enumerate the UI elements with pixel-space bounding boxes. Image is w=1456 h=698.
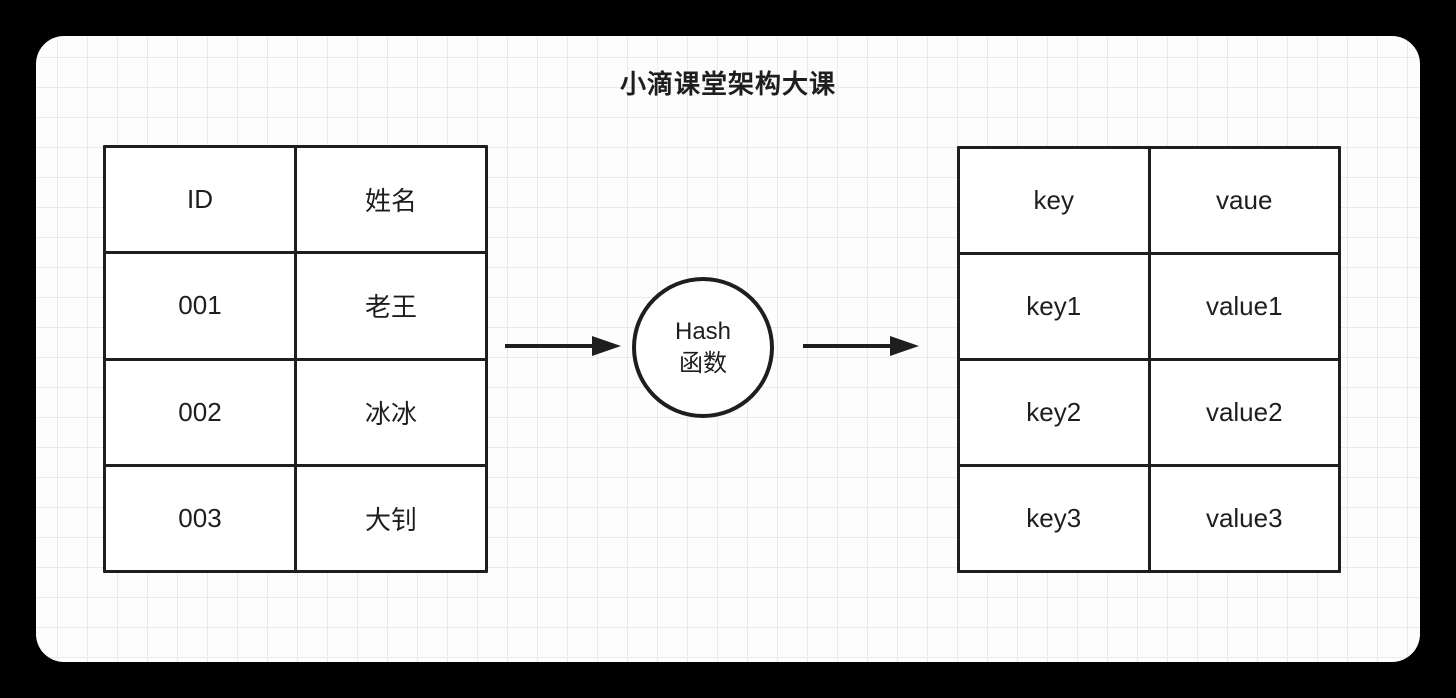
source-table-cell: 冰冰 [297, 360, 485, 464]
source-table-cell: 大钊 [297, 466, 485, 570]
source-table-cell: 001 [106, 254, 294, 358]
result-table-cell: value1 [1150, 255, 1338, 358]
result-table-cell: value2 [1150, 361, 1338, 464]
result-table[interactable]: key vaue key1 value1 key2 value2 key3 va… [957, 146, 1341, 573]
result-table-cell: key3 [960, 467, 1148, 570]
source-table-cell: 老王 [297, 254, 485, 358]
arrow-right-icon[interactable] [504, 333, 622, 359]
source-table-cell: 002 [106, 360, 294, 464]
hash-node-label-line1: Hash [674, 317, 732, 345]
result-table-header-value: vaue [1150, 149, 1338, 252]
hash-function-node[interactable]: Hash 函数 [632, 277, 774, 418]
result-table-cell: key2 [960, 361, 1148, 464]
diagram-title: 小滴课堂架构大课 [619, 69, 836, 99]
result-table-header-key: key [960, 149, 1148, 252]
source-table[interactable]: ID 姓名 001 老王 002 冰冰 003 大钊 [103, 145, 488, 573]
result-table-cell: value3 [1150, 467, 1338, 570]
source-table-header-id: ID [106, 148, 294, 252]
source-table-header-name: 姓名 [297, 148, 485, 252]
result-table-cell: key1 [960, 255, 1148, 358]
source-table-cell: 003 [106, 466, 294, 570]
arrow-right-icon[interactable] [802, 333, 920, 359]
hash-node-label-line2: 函数 [679, 349, 727, 377]
